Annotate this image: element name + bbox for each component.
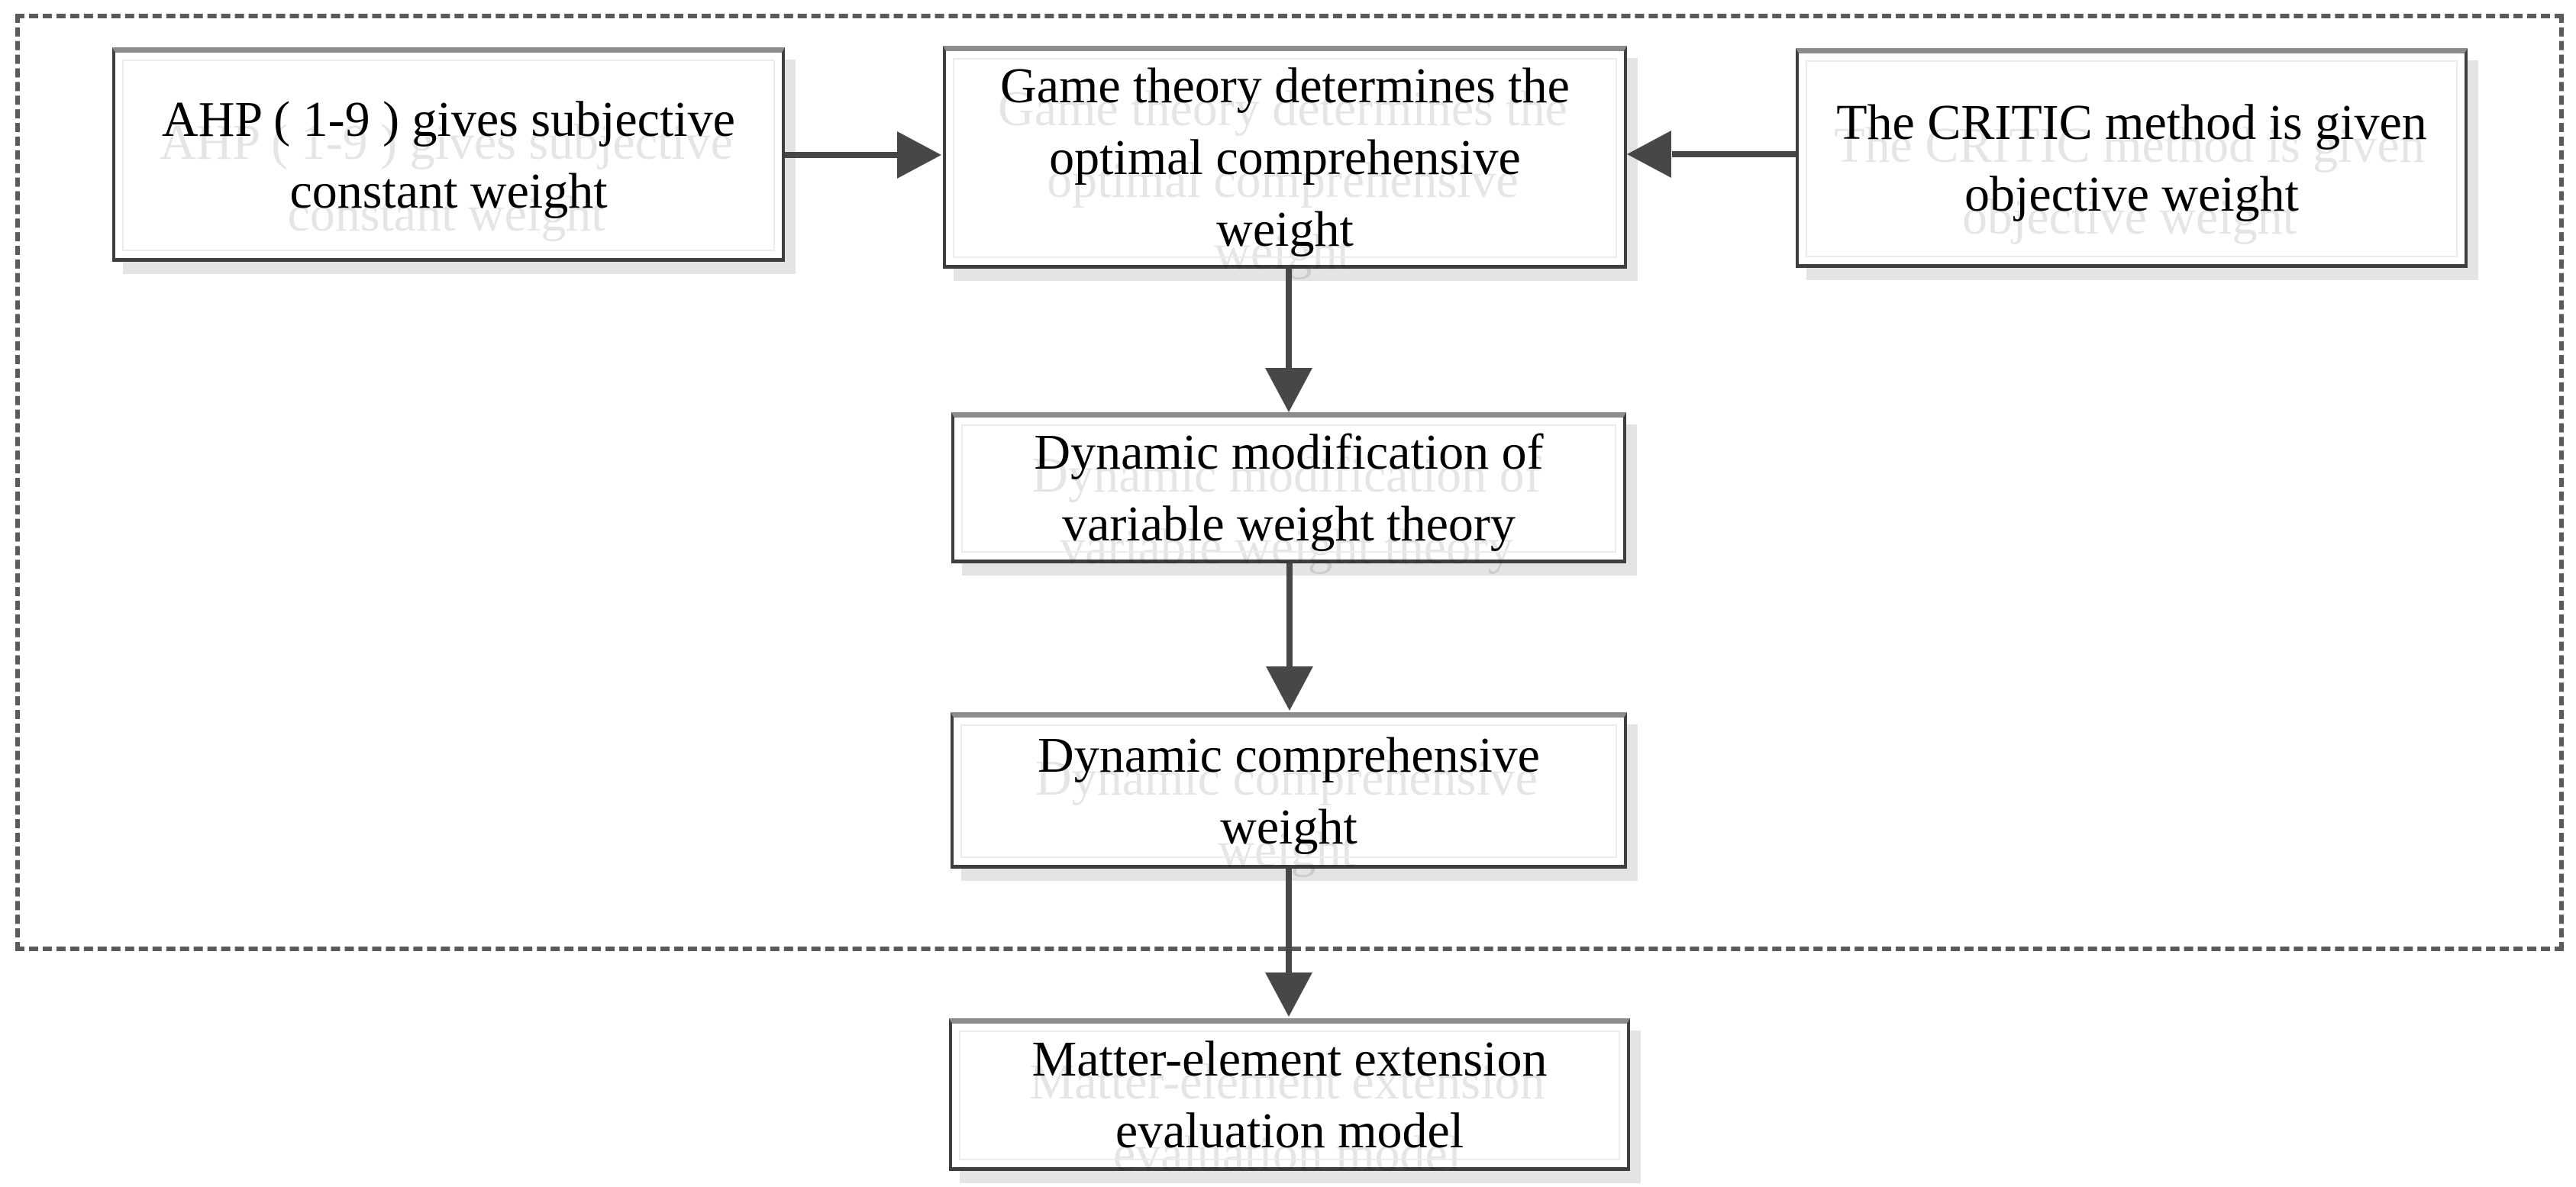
box-dynamic-comprehensive-weight-label: Dynamic comprehensive weight bbox=[1038, 727, 1540, 855]
box-variable-weight-theory: Dynamic modification of variable weight … bbox=[951, 412, 1626, 563]
box-critic-objective-weight: The CRITIC method is given objective wei… bbox=[1796, 48, 2468, 268]
box-ahp-label: AHP ( 1-9 ) gives subjective constant we… bbox=[162, 91, 735, 219]
box-dynamic-comprehensive-weight: Dynamic comprehensive weight bbox=[951, 712, 1627, 869]
box-game-theory-comprehensive-weight: Game theory determines the optimal compr… bbox=[943, 46, 1627, 269]
box-critic-label: The CRITIC method is given objective wei… bbox=[1836, 95, 2427, 222]
box-game-theory-label: Game theory determines the optimal compr… bbox=[1000, 58, 1570, 257]
box-matter-element-label: Matter-element extension evaluation mode… bbox=[1031, 1031, 1548, 1159]
box-variable-weight-label: Dynamic modification of variable weight … bbox=[1034, 424, 1544, 552]
box-ahp-subjective-weight: AHP ( 1-9 ) gives subjective constant we… bbox=[112, 47, 785, 262]
box-matter-element-model: Matter-element extension evaluation mode… bbox=[949, 1018, 1630, 1171]
